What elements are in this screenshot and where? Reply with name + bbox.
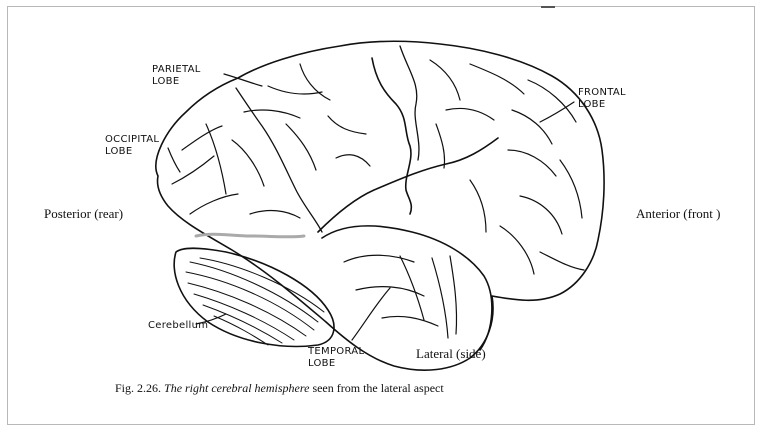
posterior-label: Posterior (rear): [44, 206, 123, 222]
parietal-lobe-label: PARIETAL LOBE: [152, 64, 201, 88]
temporal-lobe-outline: [322, 226, 492, 350]
smudge-mark: [196, 234, 304, 237]
caption-prefix: Fig. 2.26.: [115, 381, 164, 395]
occipital-lobe-label: OCCIPITAL LOBE: [105, 134, 159, 158]
occipital-leader: [168, 148, 180, 172]
temporal-lobe-label: TEMPORAL LOBE: [308, 346, 364, 370]
leader-lines: [168, 74, 574, 340]
caption-suffix: seen from the lateral aspect: [309, 381, 443, 395]
caption-italic: The right cerebral hemisphere: [164, 381, 309, 395]
central-sulcus: [372, 58, 411, 214]
lateral-fissure: [318, 138, 498, 232]
frontal-lobe-label: FRONTAL LOBE: [578, 87, 626, 111]
figure-caption: Fig. 2.26. The right cerebral hemisphere…: [115, 381, 444, 396]
lateral-leader: [432, 258, 448, 338]
gyri-details: [172, 60, 584, 334]
lateral-label: Lateral (side): [416, 346, 486, 362]
anterior-label: Anterior (front ): [636, 206, 720, 222]
temporal-leader: [352, 288, 390, 340]
cerebellum-label: Cerebellum: [148, 320, 208, 332]
cerebrum-outline: [156, 41, 604, 370]
